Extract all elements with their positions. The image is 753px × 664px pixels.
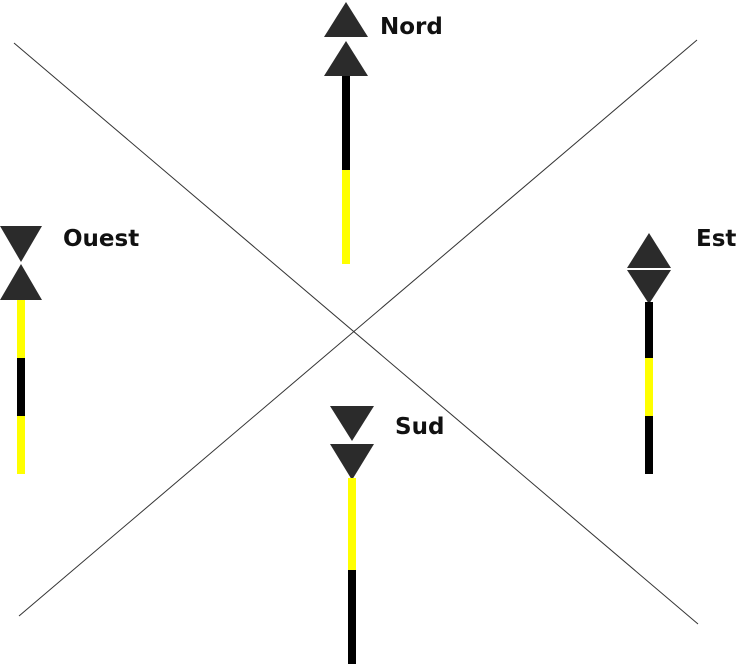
pole-band-yellow-top — [17, 300, 25, 358]
label-nord: Nord — [380, 14, 443, 40]
pole-band-black-top — [645, 302, 653, 358]
cone-up-upper — [324, 2, 368, 37]
label-sud: Sud — [395, 414, 444, 440]
cone-up — [0, 264, 42, 300]
est-pole — [645, 302, 653, 474]
marker-est: Est — [626, 226, 736, 474]
diagonal-line-nw-se — [13, 42, 699, 625]
ouest-topmark — [0, 226, 42, 300]
sud-pole — [348, 478, 356, 664]
pole-band-yellow-bottom — [17, 416, 25, 474]
sud-topmark — [330, 406, 374, 480]
diagonal-line-ne-sw — [18, 39, 698, 617]
label-ouest: Ouest — [63, 226, 139, 252]
pole-band-yellow — [645, 358, 653, 416]
pole-band-black — [342, 76, 350, 170]
pole-band-yellow — [342, 170, 350, 264]
marker-ouest: Ouest — [0, 226, 139, 474]
topmark-separator — [626, 268, 672, 270]
nord-topmark — [324, 2, 368, 76]
cone-down — [627, 270, 671, 304]
sector-lines — [13, 39, 699, 625]
cone-down-lower — [330, 444, 374, 480]
pole-band-black — [17, 358, 25, 416]
cone-down — [0, 226, 42, 262]
marker-sud: Sud — [330, 406, 444, 664]
ouest-pole — [17, 300, 25, 474]
marker-nord: Nord — [324, 2, 443, 264]
cone-down-upper — [330, 406, 374, 441]
est-topmark — [626, 233, 672, 304]
nord-pole — [342, 76, 350, 264]
label-est: Est — [696, 226, 736, 252]
pole-band-yellow — [348, 478, 356, 570]
pole-band-black — [348, 570, 356, 664]
cone-up-lower — [324, 41, 368, 76]
pole-band-black-bottom — [645, 416, 653, 474]
cone-up — [627, 233, 671, 268]
